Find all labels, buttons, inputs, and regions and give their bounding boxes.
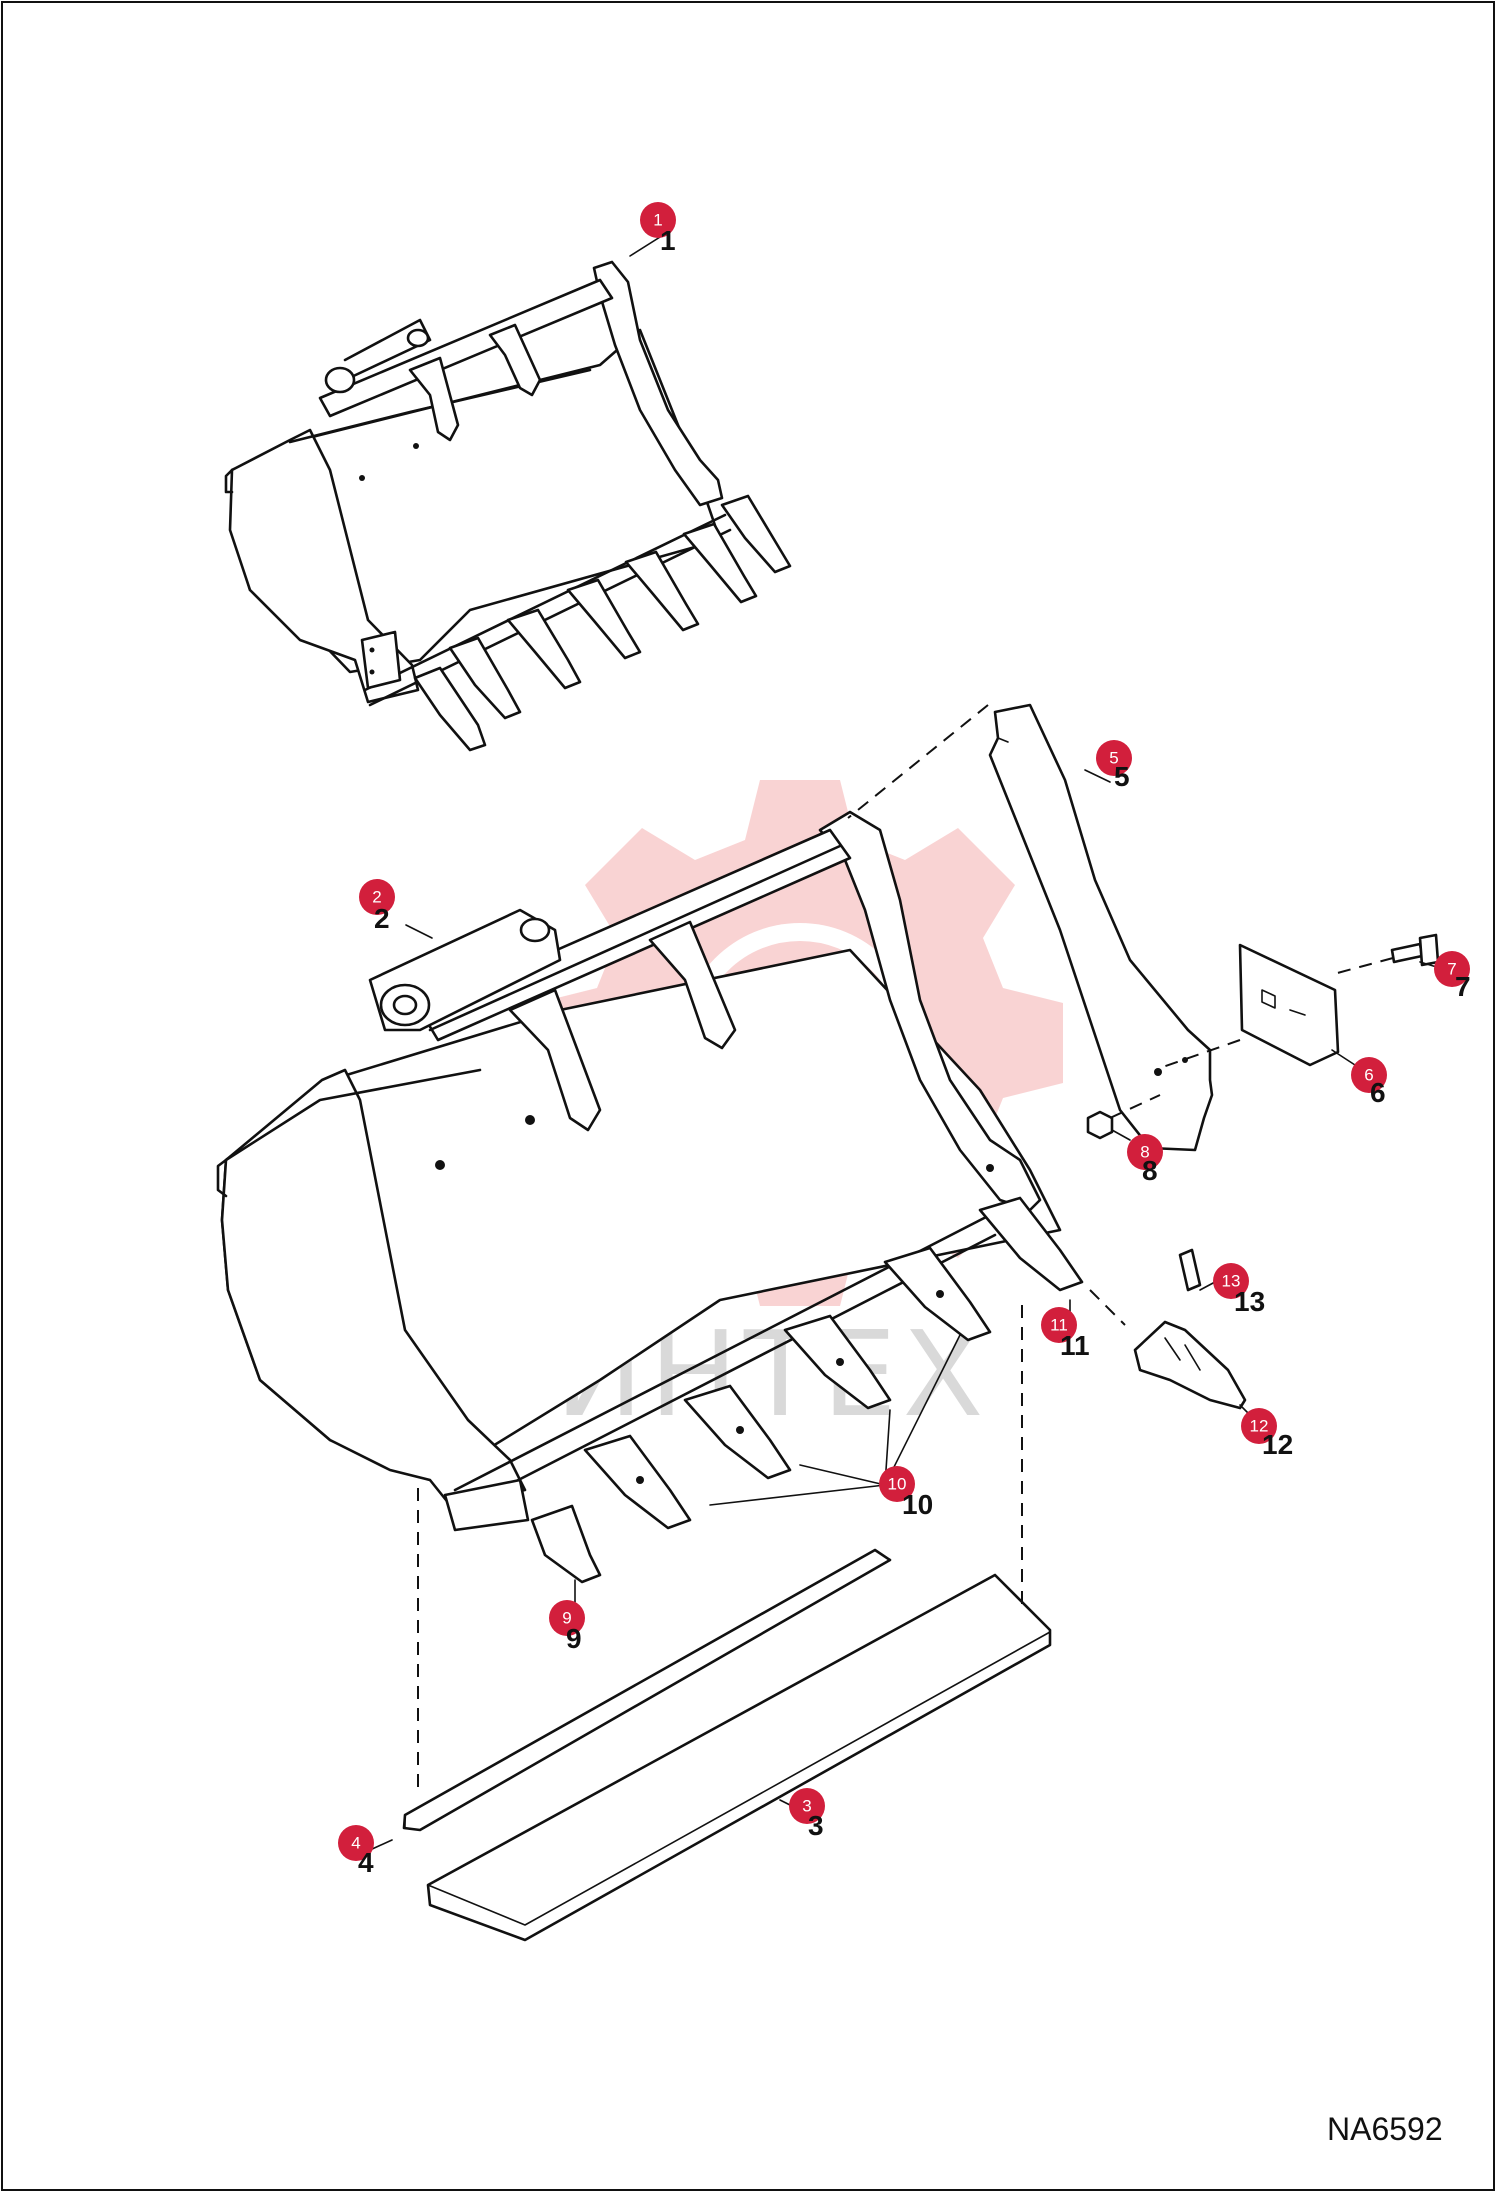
callout-label: 5 [1109,749,1118,768]
callout-leaders [369,231,1441,1851]
callout-label: 13 [1222,1272,1241,1291]
bucket-assembly-large [216,810,1084,1584]
item-number: 9 [566,1623,582,1654]
callout-10[interactable]: 10 10 [879,1466,933,1520]
callout-11[interactable]: 11 11 [1041,1307,1090,1361]
callout-3[interactable]: 3 3 [789,1788,825,1841]
bolt-part [1390,933,1440,967]
callout-label: 9 [562,1609,571,1628]
callout-label: 3 [802,1797,811,1816]
side-cutter-part [988,703,1214,1152]
cutting-edge-part [426,1573,1052,1942]
callout-label: 7 [1447,960,1456,979]
callout-label: 11 [1050,1316,1068,1335]
item-number: 2 [374,903,390,934]
item-number: 8 [1142,1155,1158,1186]
callout-7[interactable]: 7 7 [1434,951,1471,1002]
tooth-pin-part [1178,1248,1202,1292]
nut-part [1086,1110,1114,1140]
item-number: 11 [1060,1330,1090,1361]
item-number: 6 [1370,1077,1386,1108]
callout-9[interactable]: 9 9 [549,1600,585,1654]
callout-1[interactable]: 1 1 [640,202,676,256]
item-number: 1 [660,225,676,256]
callout-label: 12 [1250,1417,1269,1436]
callout-label: 8 [1140,1143,1149,1162]
wear-strip-part [402,1548,892,1832]
callout-2[interactable]: 2 2 [359,879,395,934]
item-number: 10 [902,1489,933,1520]
large-bucket-teeth [530,1196,1084,1584]
callout-label: 1 [653,211,662,230]
bucket-assembly-small [224,260,792,752]
replacement-tooth-part [1133,1320,1247,1410]
item-number: 5 [1114,761,1130,792]
item-number: 4 [358,1847,374,1878]
callout-12[interactable]: 12 12 [1241,1408,1293,1460]
callout-13[interactable]: 13 13 [1213,1263,1265,1317]
callout-label: 4 [351,1834,360,1853]
item-number: 3 [808,1810,824,1841]
bolt-on-side-plate [1238,943,1340,1067]
callout-8[interactable]: 8 8 [1127,1134,1163,1186]
callout-5[interactable]: 5 5 [1096,740,1132,792]
callout-label: 2 [372,888,381,907]
item-number: 13 [1234,1286,1265,1317]
callout-4[interactable]: 4 4 [338,1825,374,1878]
callout-label: 10 [888,1475,907,1494]
item-number: 7 [1455,971,1471,1002]
callout-label: 6 [1364,1066,1373,1085]
alignment-dashed-lines [417,704,1394,1790]
small-bucket-teeth [413,494,792,752]
drawing-reference-code: NA6592 [1327,2111,1443,2147]
callout-6[interactable]: 6 6 [1351,1057,1387,1108]
item-number: 12 [1262,1429,1293,1460]
